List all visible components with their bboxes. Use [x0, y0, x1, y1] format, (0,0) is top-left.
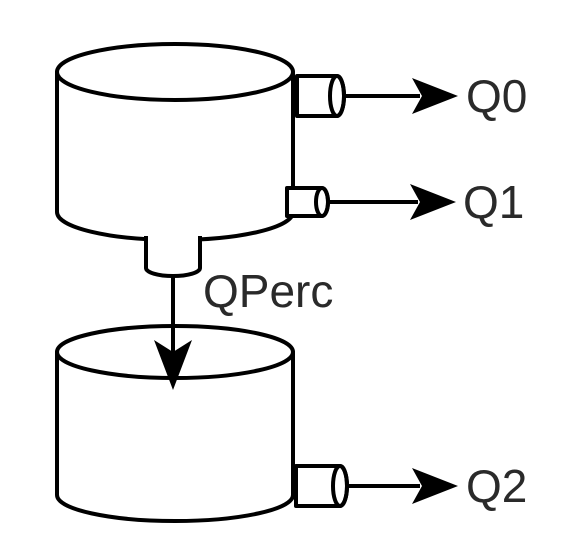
upper-reservoir [55, 42, 295, 242]
outlet-q2-nozzle [294, 464, 349, 508]
lower-reservoir [55, 324, 295, 523]
q0-arrow [344, 78, 458, 114]
qperc-arrow [154, 276, 192, 390]
q2-arrow [347, 468, 458, 504]
outlet-q1-nozzle [285, 186, 330, 218]
label-q0: Q0 [466, 70, 527, 122]
q1-arrow [328, 184, 456, 220]
label-q2: Q2 [466, 460, 527, 512]
label-qperc: QPerc [203, 265, 333, 317]
label-q1: Q1 [463, 176, 524, 228]
outlet-q0-nozzle [295, 74, 346, 118]
percolation-nozzle [144, 236, 202, 278]
